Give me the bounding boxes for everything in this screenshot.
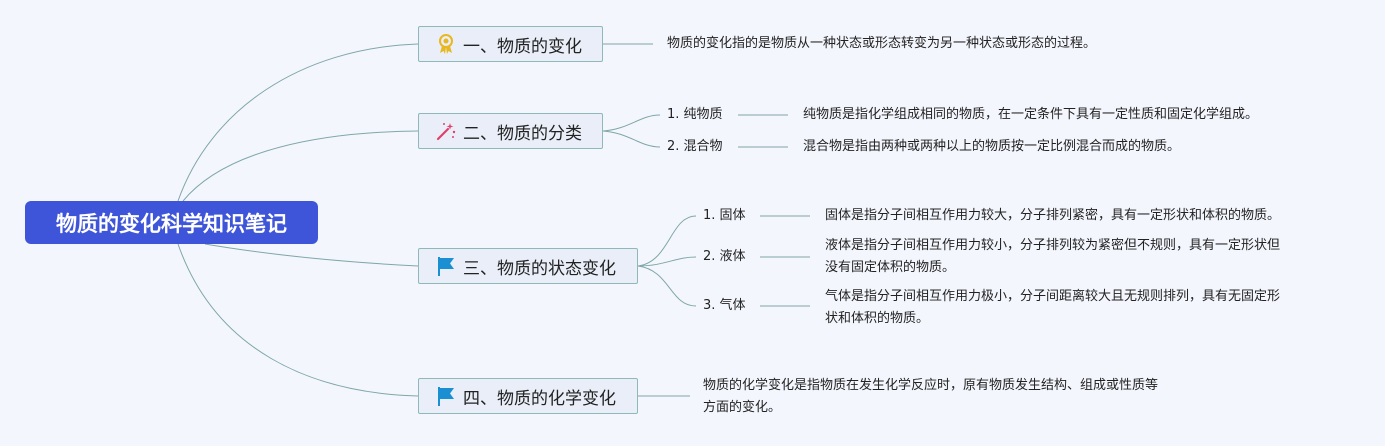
branch-1-title: 一、物质的变化 [463, 36, 582, 57]
flag-icon [435, 255, 457, 277]
connector-b3-c3 [637, 265, 697, 307]
branch-2-child-2-label[interactable]: 2. 混合物 [667, 139, 723, 154]
branch-3-child-2-description-line-1: 液体是指分子间相互作用力较小，分子排列较为紧密但不规则，具有一定形状但 [825, 238, 1281, 253]
branch-4-description-line-2: 方面的变化。 [703, 400, 782, 415]
branch-2-child-1-description: 纯物质是指化学组成相同的物质，在一定条件下具有一定性质和固定化学组成。 [803, 107, 1259, 122]
branch-3-child-3-description-line-2: 状和体积的物质。 [825, 311, 930, 326]
connector-root-branch-2 [182, 130, 419, 202]
branch-2-topic[interactable]: 二、物质的分类 [418, 113, 603, 149]
branch-3-child-1-description: 固体是指分子间相互作用力较大，分子排列紧密，具有一定形状和体积的物质。 [825, 208, 1281, 223]
connector-b2-c1 [602, 114, 661, 132]
branch-3-child-3-description: 气体是指分子间相互作用力极小，分子间距离较大且无规则排列，具有无固定形 状和体积… [825, 286, 1280, 330]
branch-3-child-3-description-line-1: 气体是指分子间相互作用力极小，分子间距离较大且无规则排列，具有无固定形 [825, 289, 1281, 304]
branch-3-child-3-label[interactable]: 3. 气体 [703, 298, 746, 313]
root-topic[interactable]: 物质的变化科学知识笔记 [25, 201, 318, 244]
branch-1-description: 物质的变化指的是物质从一种状态或形态转变为另一种状态或形态的过程。 [667, 36, 1097, 51]
branch-2-child-1-label[interactable]: 1. 纯物质 [667, 107, 723, 122]
medal-icon [435, 33, 457, 55]
root-topic-title: 物质的变化科学知识笔记 [56, 211, 287, 236]
branch-4-title: 四、物质的化学变化 [463, 388, 616, 409]
branch-3-child-2-description-line-2: 没有固定体积的物质。 [825, 260, 956, 275]
branch-3-child-1-label[interactable]: 1. 固体 [703, 208, 746, 223]
branch-2-title: 二、物质的分类 [463, 123, 582, 144]
branch-2-child-2-description: 混合物是指由两种或两种以上的物质按一定比例混合而成的物质。 [803, 139, 1181, 154]
branch-4-description-line-1: 物质的化学变化是指物质在发生化学反应时，原有物质发生结构、组成或性质等 [703, 378, 1159, 393]
branch-1-topic[interactable]: 一、物质的变化 [418, 26, 603, 62]
branch-4-description: 物质的化学变化是指物质在发生化学反应时，原有物质发生结构、组成或性质等 方面的变… [703, 375, 1158, 419]
connector-root-branch-1 [177, 43, 419, 202]
branch-3-title: 三、物质的状态变化 [463, 258, 616, 279]
connector-root-branch-3 [204, 243, 419, 267]
flag-icon [435, 385, 457, 407]
branch-3-child-2-description: 液体是指分子间相互作用力较小，分子排列较为紧密但不规则，具有一定形状但 没有固定… [825, 235, 1280, 279]
connector-b3-c1 [637, 215, 697, 267]
branch-3-topic[interactable]: 三、物质的状态变化 [418, 248, 638, 284]
connector-b3-c2 [637, 256, 697, 267]
connector-b2-c2 [602, 130, 661, 148]
branch-4-topic[interactable]: 四、物质的化学变化 [418, 378, 638, 414]
magic-wand-icon [435, 120, 457, 142]
connector-root-branch-4 [177, 243, 419, 397]
branch-3-child-2-label[interactable]: 2. 液体 [703, 249, 746, 264]
